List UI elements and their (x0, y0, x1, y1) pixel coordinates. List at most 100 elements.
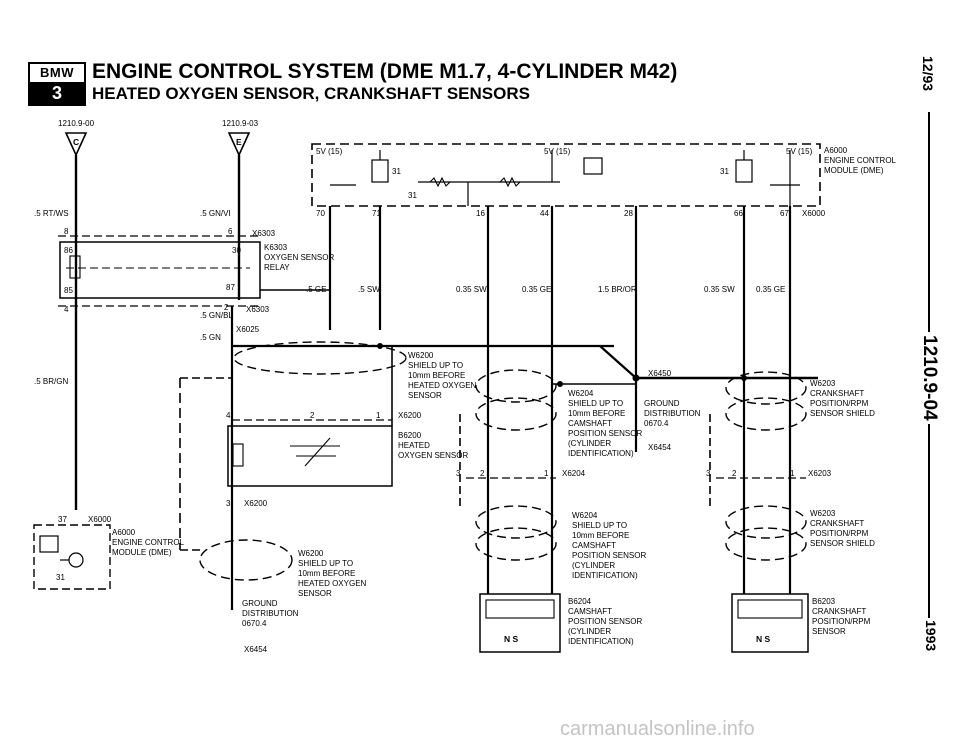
pin-28: 28 (624, 209, 633, 218)
page-subtitle: HEATED OXYGEN SENSOR, CRANKSHAFT SENSORS (92, 84, 530, 103)
module-v3: 5V (15) (786, 147, 813, 156)
crank-shield-1: CRANKSHAFT (810, 389, 864, 398)
cam-gnd-2: DISTRIBUTION (644, 409, 701, 418)
cam-shield2-5: (CYLINDER (572, 561, 615, 570)
cam-shield2-6: IDENTIFICATION) (572, 571, 638, 580)
ground-31b: 31 (408, 191, 417, 200)
relay-pin85: 85 (64, 286, 73, 295)
pin-16: 16 (476, 209, 485, 218)
pin-66: 66 (734, 209, 743, 218)
module-id: A6000 (824, 146, 848, 155)
o2-gnd-conn: X6454 (244, 645, 268, 654)
cam-sensor-3: (CYLINDER (568, 627, 611, 636)
wire-brgn: .5 BR/GN (34, 377, 68, 386)
crank-p3: 3 (706, 469, 711, 478)
o2-shield-2: 10mm BEFORE (408, 371, 465, 380)
o2-p2: 2 (310, 411, 315, 420)
cam-shield-6: IDENTIFICATION) (568, 449, 634, 458)
o2-gnd-2: DISTRIBUTION (242, 609, 299, 618)
module-v2: 5V (15) (544, 147, 571, 156)
cam-sensor-2: POSITION SENSOR (568, 617, 642, 626)
o2-shield2-4: SENSOR (298, 589, 332, 598)
crank-conn: X6203 (808, 469, 832, 478)
wire-gnbl: .5 GN/BL (200, 311, 233, 320)
o2-shield-3: HEATED OXYGEN (408, 381, 477, 390)
wire-rtws: .5 RT/WS (34, 209, 69, 218)
o2-sensor-id: B6200 (398, 431, 422, 440)
cam-gnd-1: GROUND (644, 399, 680, 408)
relay-conn1: X6303 (252, 229, 276, 238)
cam-shield-2: 10mm BEFORE (568, 409, 625, 418)
crank-sensor-1: CRANKSHAFT (812, 607, 866, 616)
ref-right: 1210.9-03 (222, 119, 259, 128)
relay-pin2: 2 (224, 303, 229, 312)
module-name: ENGINE CONTROL (824, 156, 897, 165)
crank-shield2-id: W6203 (810, 509, 836, 518)
relay-pin87: 87 (226, 283, 235, 292)
o2-gnd-3: 0670.4 (242, 619, 267, 628)
cam-shield-3: CAMSHAFT (568, 419, 612, 428)
crank-sensor-box (731, 593, 809, 653)
cam-shield2-id: W6204 (572, 511, 598, 520)
cam-x6450: X6450 (648, 369, 672, 378)
ecu-icon (583, 157, 603, 175)
logo-number: 3 (30, 83, 84, 104)
crank-shield-id: W6203 (810, 379, 836, 388)
crank-p2: 2 (732, 469, 737, 478)
o2-shield2-2: 10mm BEFORE (298, 569, 355, 578)
crank-shield2-3: SENSOR SHIELD (810, 539, 875, 548)
cam-shield-5: (CYLINDER (568, 439, 611, 448)
cam-shield2-4: POSITION SENSOR (572, 551, 646, 560)
cam-gnd-3: 0670.4 (644, 419, 669, 428)
page-title: ENGINE CONTROL SYSTEM (DME M1.7, 4-CYLIN… (92, 60, 678, 83)
cam-p1: 1 (544, 469, 549, 478)
cam-sensor-box (479, 593, 561, 653)
ref-e: E (236, 137, 242, 147)
crank-sensor-3: SENSOR (812, 627, 846, 636)
cam-shield-4: POSITION SENSOR (568, 429, 642, 438)
o2-shield-id: W6200 (408, 351, 434, 360)
module-a6000-box (311, 143, 821, 207)
module-v1: 5V (15) (316, 147, 343, 156)
ref-arrow-e (227, 132, 251, 157)
cam-sensor-4: IDENTIFICATION) (568, 637, 634, 646)
cam-p2: 2 (480, 469, 485, 478)
watermark: carmanualsonline.info (560, 718, 755, 740)
cam-sensor-id: B6204 (568, 597, 592, 606)
left-g31: 31 (56, 573, 65, 582)
wire-w1: 0.35 SW (456, 285, 487, 294)
crank-shield2-2: POSITION/RPM (810, 529, 869, 538)
left-name: ENGINE CONTROL (112, 538, 185, 547)
o2-conn2: X6200 (244, 499, 268, 508)
page-header: BMW 3 ENGINE CONTROL SYSTEM (DME M1.7, 4… (0, 0, 960, 110)
relay-pin8: 8 (64, 227, 69, 236)
cam-shield-1: SHIELD UP TO (568, 399, 623, 408)
module-conn: X6000 (802, 209, 826, 218)
o2-shield-4: SENSOR (408, 391, 442, 400)
crank-sensor-id: B6203 (812, 597, 836, 606)
relay-pin6: 6 (228, 227, 233, 236)
crank-shield2-1: CRANKSHAFT (810, 519, 864, 528)
module-name2: MODULE (DME) (824, 166, 884, 175)
relay-pin4: 4 (64, 305, 69, 314)
o2-gnd-1: GROUND (242, 599, 278, 608)
relay-pin86: 86 (64, 246, 73, 255)
pin-44: 44 (540, 209, 549, 218)
o2-shield2-1: SHIELD UP TO (298, 559, 353, 568)
o2-sensor-2: OXYGEN SENSOR (398, 451, 468, 460)
cam-p3: 3 (456, 469, 461, 478)
cam-shield-id: W6204 (568, 389, 594, 398)
left-conn: X6000 (88, 515, 112, 524)
crank-sensor-2: POSITION/RPM (812, 617, 871, 626)
wire-w2: 0.35 GE (522, 285, 551, 294)
ground-31c: 31 (720, 167, 729, 176)
wire-w4: 0.35 SW (704, 285, 735, 294)
pin-71: 71 (372, 209, 381, 218)
relay-k6303-box (59, 241, 261, 299)
o2-shield2-id: W6200 (298, 549, 324, 558)
ref-arrow-c (64, 132, 88, 157)
o2-shield2-3: HEATED OXYGEN (298, 579, 367, 588)
ref-c: C (73, 137, 79, 147)
relay-name: OXYGEN SENSOR (264, 253, 334, 262)
pin-70: 70 (316, 209, 325, 218)
